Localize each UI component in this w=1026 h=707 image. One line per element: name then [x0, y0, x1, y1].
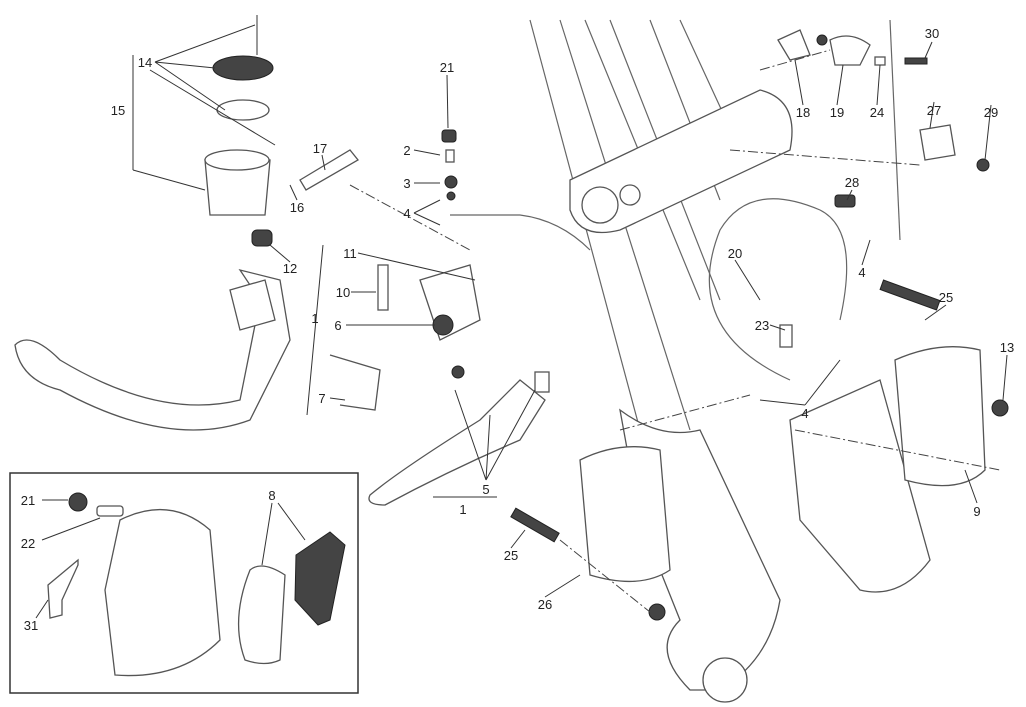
callout-19: 19	[830, 105, 844, 120]
callout-4-right: 4	[858, 265, 865, 280]
callout-13: 13	[1000, 340, 1014, 355]
callout-2: 2	[403, 143, 410, 158]
callout-26: 26	[538, 597, 552, 612]
callout-6: 6	[334, 318, 341, 333]
callout-1: 1	[311, 311, 318, 326]
callout-1-lever: 1	[459, 502, 466, 517]
leader-lines	[132, 24, 1008, 598]
master-cylinder-drawing	[329, 129, 591, 506]
callout-9: 9	[973, 504, 980, 519]
fluid-reservoir-drawing	[204, 15, 471, 251]
caliper-inset: 21 22 8 31	[9, 472, 359, 694]
callout-15: 15	[111, 103, 125, 118]
steering-triple-clamp-drawing	[569, 89, 793, 234]
callout-17: 17	[313, 141, 327, 156]
callout-7: 7	[318, 391, 325, 406]
inset-callout-8: 8	[268, 488, 275, 503]
callout-12: 12	[283, 261, 297, 276]
inset-callout-22: 22	[21, 536, 35, 551]
callout-10: 10	[336, 285, 350, 300]
inset-callout-21: 21	[21, 493, 35, 508]
callout-3: 3	[403, 176, 410, 191]
bracket-drawing	[729, 29, 990, 172]
left-caliper-drawing	[510, 394, 751, 621]
callout-18: 18	[796, 105, 810, 120]
inset-callout-31: 31	[24, 618, 38, 633]
lever-guard-drawing	[14, 268, 291, 431]
callout-27: 27	[927, 103, 941, 118]
callout-24: 24	[870, 105, 884, 120]
callout-11: 11	[343, 246, 357, 261]
brake-hose-drawing	[708, 19, 901, 381]
callout-labels: 14 15 17 16 12 21 2 3 4 11 10 1 6 7 5 1 …	[111, 26, 1014, 612]
callout-4-lower: 4	[801, 406, 808, 421]
callout-4: 4	[403, 206, 410, 221]
callout-29: 29	[984, 105, 998, 120]
callout-23: 23	[755, 318, 769, 333]
right-caliper-drawing	[794, 279, 1009, 487]
callout-16: 16	[290, 200, 304, 215]
callout-25-right: 25	[939, 290, 953, 305]
callout-21: 21	[440, 60, 454, 75]
callout-20: 20	[728, 246, 742, 261]
callout-5: 5	[482, 482, 489, 497]
callout-25-left: 25	[504, 548, 518, 563]
callout-28: 28	[845, 175, 859, 190]
callout-14: 14	[138, 55, 152, 70]
group-brackets	[132, 55, 497, 498]
callout-30: 30	[925, 26, 939, 41]
